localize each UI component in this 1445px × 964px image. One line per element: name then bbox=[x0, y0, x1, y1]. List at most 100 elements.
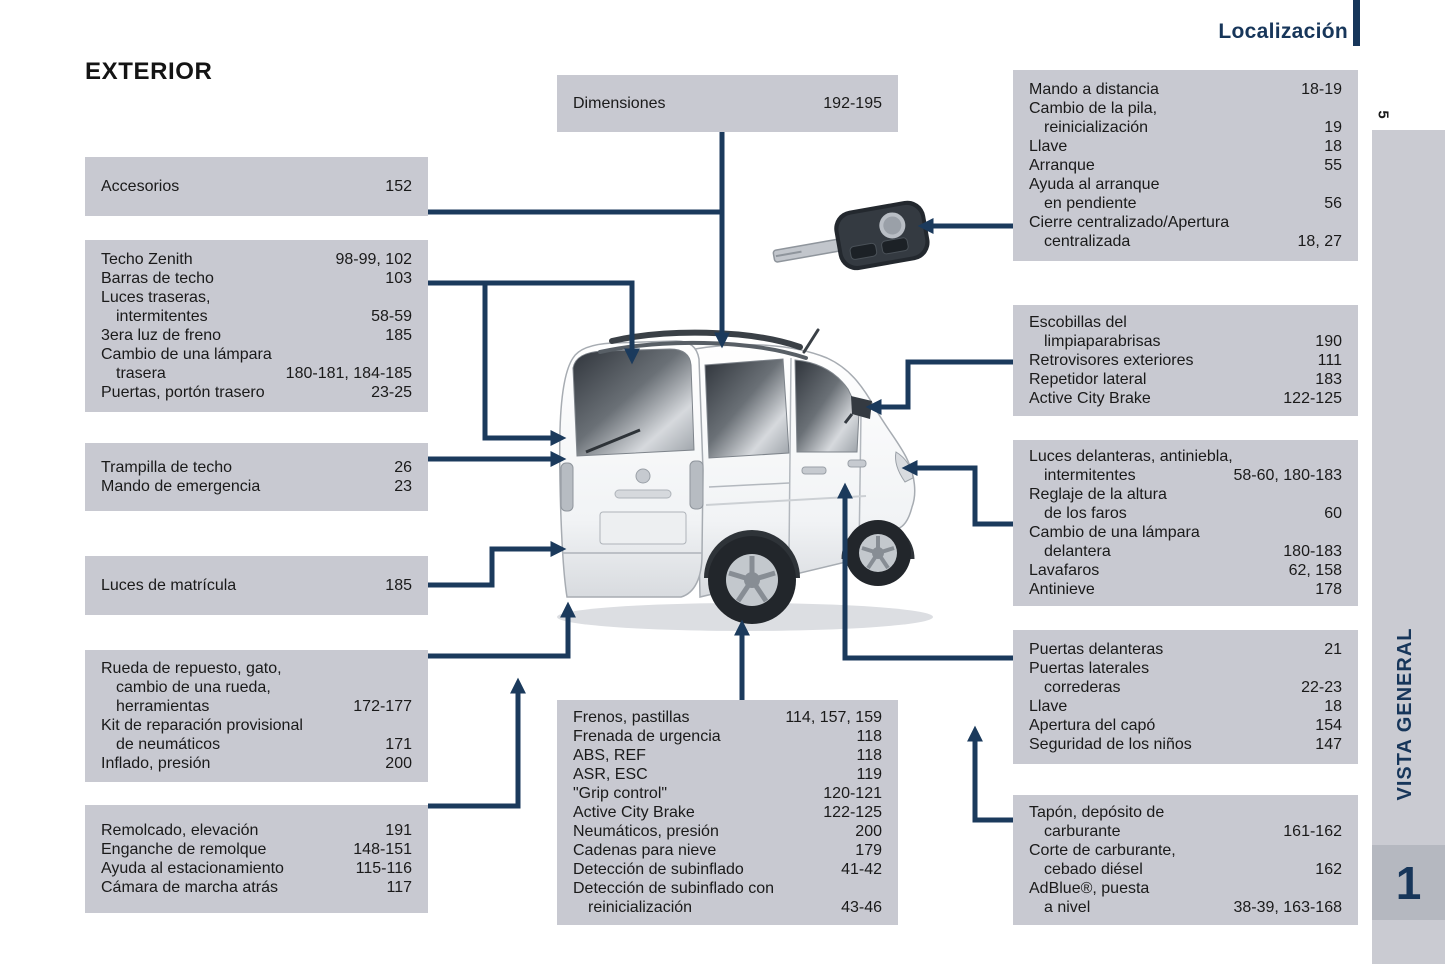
entry-pages: 21 bbox=[1324, 641, 1342, 658]
entry-label: Luces delanteras, antiniebla, intermiten… bbox=[1029, 448, 1233, 484]
door-handle bbox=[801, 466, 827, 475]
entry-pages: 200 bbox=[385, 755, 412, 772]
roof-bar-far bbox=[598, 340, 808, 360]
index-entry: Cierre centralizado/Apertura centralizad… bbox=[1029, 213, 1342, 251]
entry-pages: 180-183 bbox=[1283, 543, 1342, 560]
entry-label: Detección de subinflado con reinicializa… bbox=[573, 880, 775, 916]
info-box-remolcado: Remolcado, elevación 191 Enganche de remo… bbox=[85, 805, 428, 913]
rear-wheel-spokes bbox=[728, 556, 776, 603]
entry-pages: 114, 157, 159 bbox=[785, 709, 882, 726]
entry-label: Luces traseras, intermitentes bbox=[101, 289, 211, 325]
index-entry: Luces delanteras, antiniebla, intermiten… bbox=[1029, 447, 1342, 485]
index-entry: Arranque 55 bbox=[1029, 156, 1342, 175]
entry-pages: 43-46 bbox=[841, 899, 882, 916]
entry-label: AdBlue®, puesta a nivel bbox=[1029, 880, 1150, 916]
entry-pages: 55 bbox=[1324, 157, 1342, 174]
entry-label: Ayuda al arranque en pendiente bbox=[1029, 176, 1160, 212]
entry-pages: 22-23 bbox=[1301, 679, 1342, 696]
entry-label: Active City Brake bbox=[1029, 390, 1151, 407]
key-shank bbox=[772, 238, 845, 263]
side-window-front bbox=[794, 359, 860, 453]
key-illustration bbox=[772, 200, 930, 271]
entry-label: Puertas, portón trasero bbox=[101, 384, 265, 401]
entry-pages: 23-25 bbox=[371, 384, 412, 401]
entry-pages: 148-151 bbox=[353, 841, 412, 858]
entry-label: Trampilla de techo bbox=[101, 459, 233, 476]
tailgate-handle bbox=[614, 489, 672, 499]
side-window-rear bbox=[704, 358, 790, 459]
entry-pages: 185 bbox=[385, 327, 412, 344]
entry-pages: 122-125 bbox=[823, 804, 882, 821]
entry-label: Corte de carburante, cebado diésel bbox=[1029, 842, 1176, 878]
entry-label: Inflado, presión bbox=[101, 755, 211, 772]
entry-pages: 122-125 bbox=[1283, 390, 1342, 407]
entry-label: "Grip control" bbox=[573, 785, 668, 802]
entry-label: Retrovisores exteriores bbox=[1029, 352, 1194, 369]
entry-pages: 18 bbox=[1324, 138, 1342, 155]
page-header: Localización bbox=[1218, 20, 1348, 43]
key-shank-groove bbox=[775, 250, 802, 258]
index-entry: Retrovisores exteriores 111 bbox=[1029, 351, 1342, 370]
rear-wiper bbox=[585, 428, 641, 454]
entry-label: Llave bbox=[1029, 138, 1068, 155]
index-entry: Active City Brake 122-125 bbox=[1029, 389, 1342, 408]
entry-label: Rueda de repuesto, gato, cambio de una r… bbox=[101, 660, 282, 715]
info-box-luces-delanteras: Luces delanteras, antiniebla, intermiten… bbox=[1013, 440, 1358, 606]
key-emblem-inner bbox=[883, 216, 902, 235]
leader-line-rueda bbox=[428, 601, 577, 659]
entry-label: Cambio de una lámpara delantera bbox=[1029, 524, 1200, 560]
entry-label: Active City Brake bbox=[573, 804, 695, 821]
entry-pages: 103 bbox=[385, 270, 412, 287]
entry-label: Enganche de remolque bbox=[101, 841, 267, 858]
entry-pages: 152 bbox=[385, 178, 412, 195]
entry-pages: 38-39, 163-168 bbox=[1233, 899, 1342, 916]
entry-label: Cámara de marcha atrás bbox=[101, 879, 278, 896]
info-box-rueda: Rueda de repuesto, gato, cambio de una r… bbox=[85, 650, 428, 782]
rear-wheel-arch bbox=[704, 530, 800, 579]
leader-lines bbox=[428, 132, 1013, 823]
entry-label: Cierre centralizado/Apertura centralizad… bbox=[1029, 214, 1230, 250]
entry-pages: 111 bbox=[1317, 352, 1342, 369]
door-handle bbox=[847, 459, 867, 468]
entry-pages: 200 bbox=[855, 823, 882, 840]
entry-pages: 41-42 bbox=[841, 861, 882, 878]
index-entry: Remolcado, elevación 191 bbox=[101, 821, 412, 840]
sliding-door-rail bbox=[708, 482, 790, 488]
entry-label: Puertas laterales correderas bbox=[1029, 660, 1150, 696]
entry-label: Repetidor lateral bbox=[1029, 371, 1147, 388]
index-entry: Puertas, portón trasero 23-25 bbox=[101, 383, 412, 402]
entry-label: Seguridad de los niños bbox=[1029, 736, 1192, 753]
entry-pages: 191 bbox=[385, 822, 412, 839]
entry-label: Arranque bbox=[1029, 157, 1095, 174]
entry-pages: 192-195 bbox=[823, 95, 882, 112]
key-button bbox=[881, 237, 909, 255]
entry-label: Remolcado, elevación bbox=[101, 822, 259, 839]
entry-label: ABS, REF bbox=[573, 747, 646, 764]
entry-pages: 60 bbox=[1324, 505, 1342, 522]
leader-line-techo-rear-window bbox=[482, 283, 567, 447]
entry-pages: 58-60, 180-183 bbox=[1233, 467, 1342, 484]
entry-pages: 120-121 bbox=[823, 785, 882, 802]
side-mirror-arm bbox=[843, 413, 854, 424]
